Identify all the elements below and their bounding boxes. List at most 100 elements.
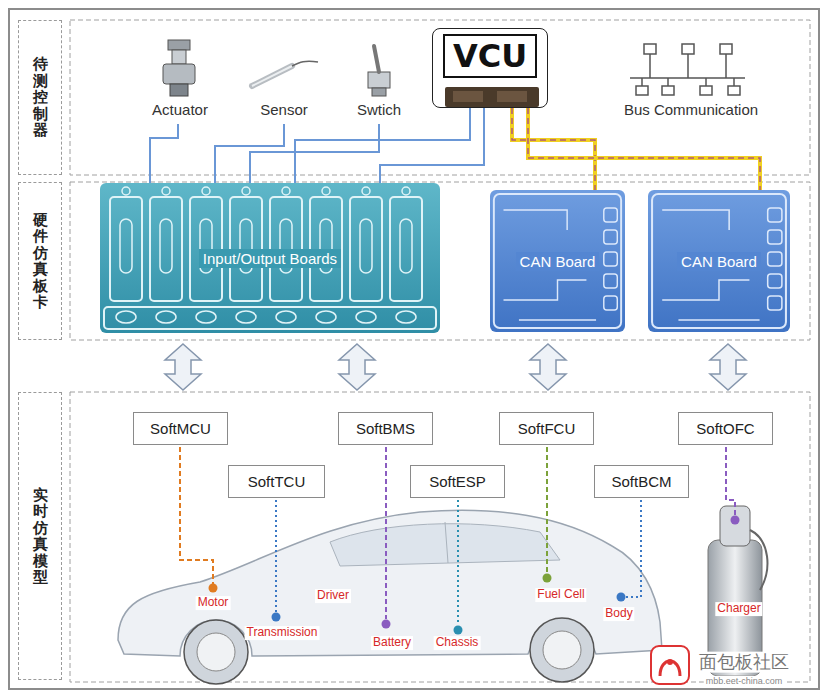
leader-lines [626, 500, 641, 597]
board-drawing [356, 311, 376, 323]
board-drawing [402, 187, 410, 195]
bus-icon [720, 44, 732, 54]
model-box: SoftFCU [499, 412, 594, 445]
wire-connector [528, 108, 760, 190]
frame [9, 9, 819, 689]
wire-connector [512, 108, 595, 190]
board-drawing [202, 187, 210, 195]
board-drawing [162, 187, 170, 195]
io-board: Input/Output Boards [100, 183, 440, 333]
layer-label: 实时仿真模型 [18, 392, 62, 680]
leader-dots [272, 613, 281, 622]
layer-label: 待测控制器 [18, 20, 62, 175]
hollow-arrows [710, 344, 746, 390]
model-box: SoftTCU [228, 465, 325, 498]
board-drawing [360, 219, 372, 273]
model-box: SoftESP [410, 465, 505, 498]
leader-lines [275, 500, 277, 612]
board-drawing [350, 197, 382, 301]
switch-icon [374, 46, 379, 72]
board-drawing [768, 208, 782, 222]
node-label: SoftBMS [356, 420, 415, 437]
sensor-icon [292, 61, 318, 66]
wire-connector [380, 108, 484, 183]
car-drawing [330, 524, 560, 566]
part-label: Charger [715, 602, 762, 616]
car-drawing [530, 618, 594, 682]
watermark-icon [651, 646, 689, 684]
board-drawing [604, 252, 618, 266]
board-drawing [390, 197, 422, 301]
node-label: CAN Board [516, 252, 600, 271]
board-drawing [276, 311, 296, 323]
bus-icon [728, 86, 740, 95]
leader-dots [382, 620, 391, 629]
component-label: Actuator [150, 101, 210, 118]
board-drawing [652, 194, 786, 328]
board-drawing [768, 296, 782, 310]
wire-connector [512, 108, 595, 190]
hollow-arrows [165, 344, 201, 390]
board-drawing [104, 307, 436, 329]
bus-icon [700, 86, 712, 95]
car-drawing [118, 510, 662, 684]
wire-connector [295, 108, 470, 183]
actuator-icon [163, 64, 195, 84]
model-box: SoftBMS [338, 412, 433, 445]
component-label: Bus Communication [622, 101, 760, 118]
board-drawing [160, 219, 172, 273]
io-wires [150, 124, 178, 184]
component-label: Swtich [355, 101, 403, 118]
board-drawing [156, 311, 176, 323]
bus-icon [682, 44, 694, 54]
board-drawing [768, 274, 782, 288]
sensor-icon [252, 66, 292, 86]
part-label: Fuel Cell [535, 588, 586, 602]
board-drawing [768, 230, 782, 244]
connector-pin [497, 91, 527, 102]
board-drawing [604, 208, 618, 222]
bus-icon [733, 78, 735, 86]
leader-dots [543, 574, 552, 583]
component-label: Sensor [258, 101, 310, 118]
controller-box: VCU [432, 28, 548, 108]
actuator-icon [172, 50, 186, 64]
leader-dots [731, 516, 740, 525]
frame [70, 182, 810, 340]
car-drawing [197, 633, 235, 671]
charger-drawing [708, 506, 767, 676]
part-label: Body [603, 607, 634, 621]
wire-connector [380, 108, 484, 183]
node-label: SoftESP [429, 473, 486, 490]
leader-lines [180, 447, 735, 625]
watermark-icon [667, 659, 673, 665]
leader-lines [457, 500, 459, 625]
board-drawing [768, 252, 782, 266]
node-label: CAN Board [677, 252, 761, 271]
board-drawing [236, 311, 256, 323]
node-label: Input/Output Boards [199, 249, 341, 268]
actuator-icon [170, 84, 188, 96]
board-drawing [282, 187, 290, 195]
board-drawing [120, 219, 132, 273]
frame [9, 9, 819, 689]
hollow-arrows [165, 344, 746, 390]
bus-icon [705, 78, 707, 86]
node-label: VCU [443, 34, 537, 78]
watermark: 面包板社区 [697, 652, 791, 673]
node-label: SoftMCU [150, 420, 211, 437]
node-label: SoftBCM [611, 473, 671, 490]
board-drawing [400, 219, 412, 273]
watermark-icon [651, 646, 689, 684]
car-drawing [445, 522, 448, 563]
actuator-icon [168, 40, 190, 50]
board-drawing [116, 311, 136, 323]
layer-title: 实时仿真模型 [33, 487, 48, 586]
switch-icon [368, 46, 390, 96]
board-drawing [196, 311, 216, 323]
sensor-icon [252, 61, 318, 86]
sensor-icon [252, 66, 292, 86]
bus-icon [644, 44, 656, 54]
bus-icon [641, 78, 643, 86]
